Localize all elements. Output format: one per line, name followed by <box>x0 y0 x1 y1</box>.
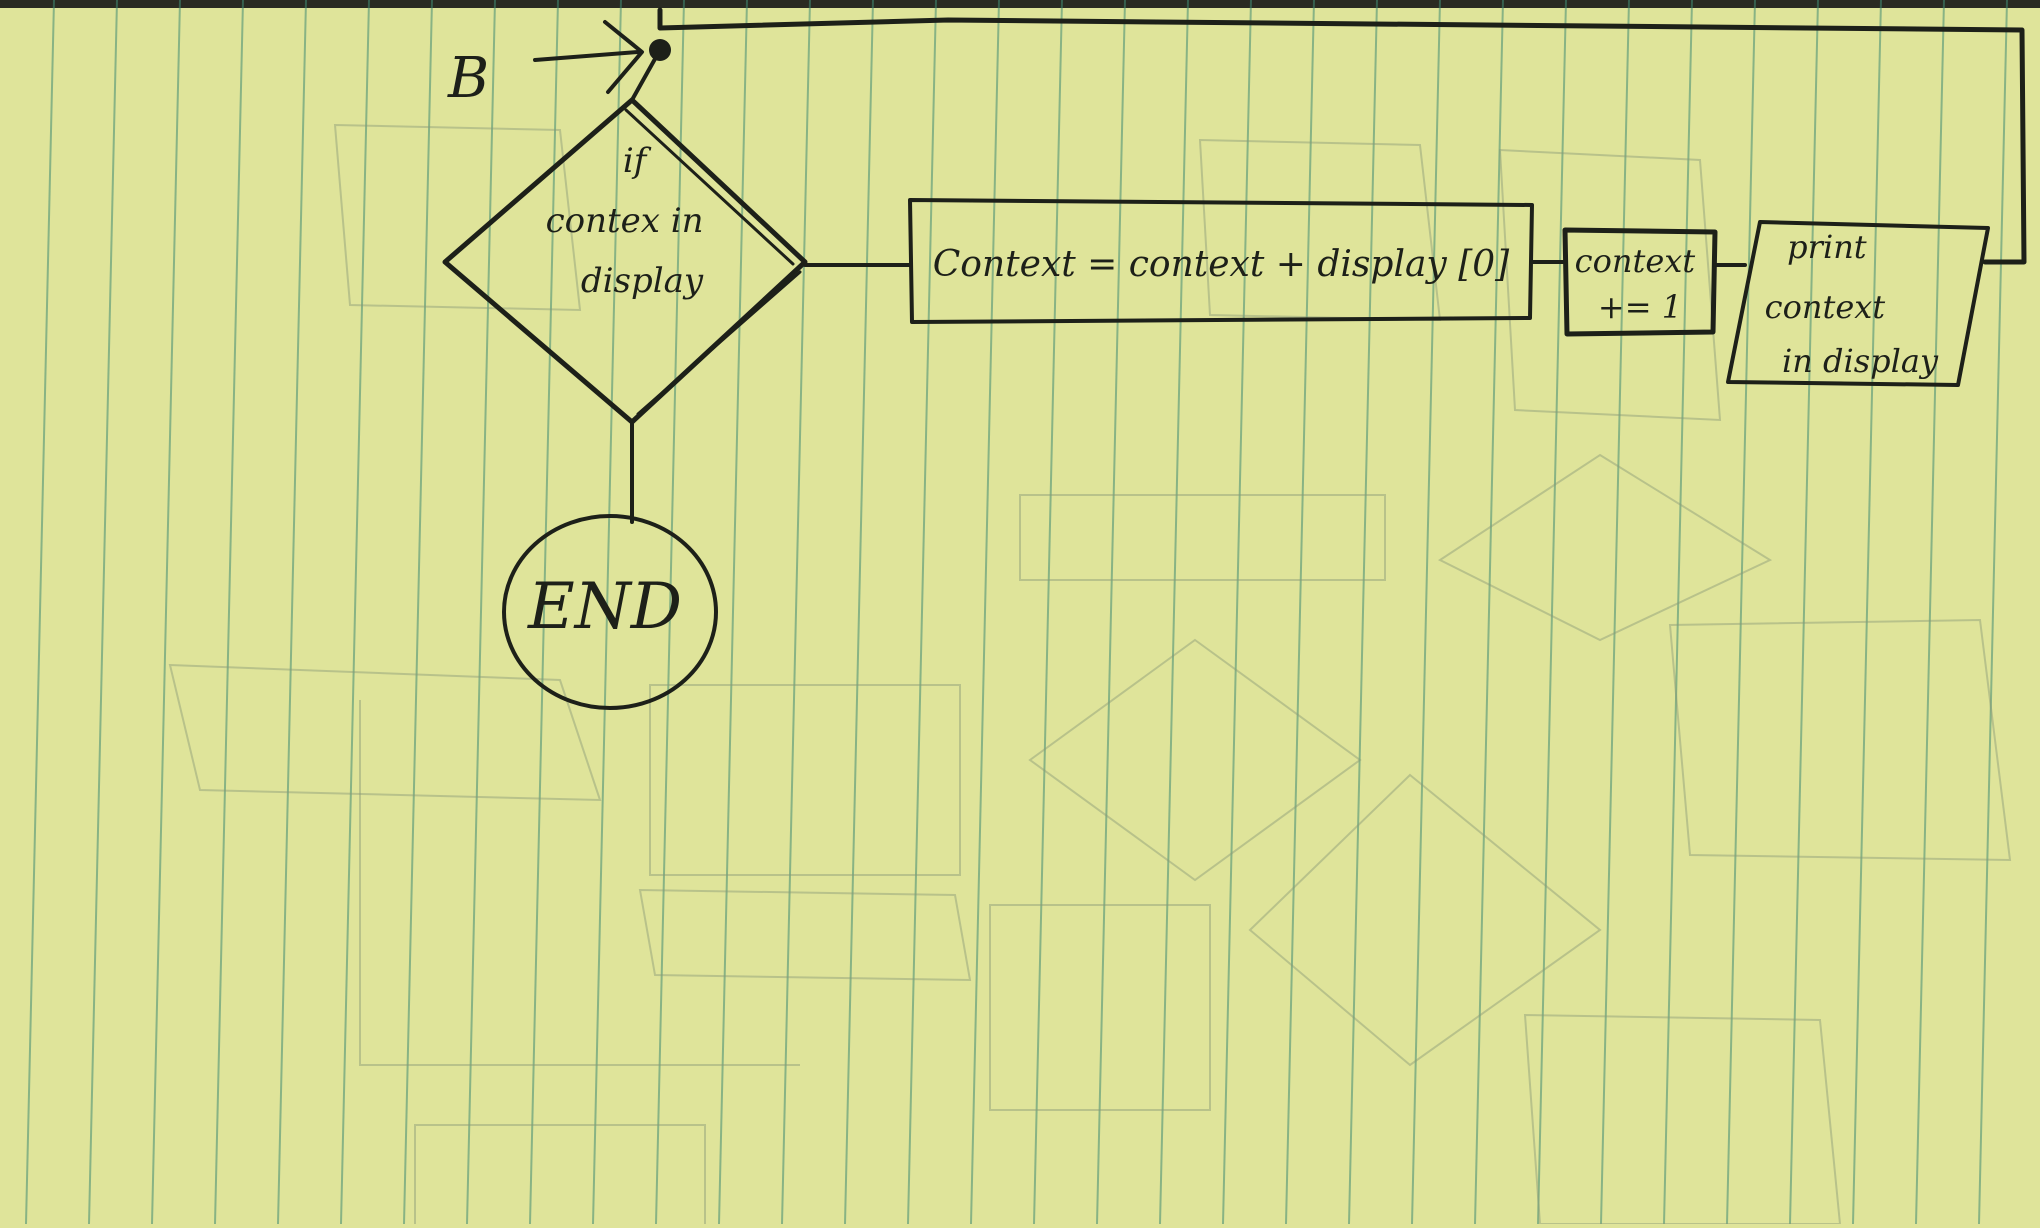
increment-line-1: context <box>1575 242 1696 280</box>
increment-process-box <box>1562 227 1718 337</box>
ruled-line <box>1033 0 1063 1225</box>
ruled-line <box>403 0 433 1225</box>
ruled-line <box>1789 0 1819 1225</box>
ruled-line <box>1663 0 1693 1225</box>
output-line-2: context <box>1765 288 1886 326</box>
ruled-line <box>781 0 811 1225</box>
decision-text: if contex in display <box>546 141 715 301</box>
arrow-right-icon <box>533 20 644 94</box>
ruled-lines <box>25 0 2008 1225</box>
ruled-line <box>655 0 685 1225</box>
ruled-line <box>529 0 559 1225</box>
ruled-line <box>907 0 937 1225</box>
assign-process-box <box>908 198 1534 324</box>
ruled-line <box>340 0 370 1225</box>
end-terminal-text: END <box>527 570 682 644</box>
ruled-line <box>970 0 1000 1225</box>
junction-to-decision-line <box>630 48 662 102</box>
ruled-line <box>25 0 55 1225</box>
ruled-line <box>277 0 307 1225</box>
ruled-line <box>1915 0 1945 1225</box>
increment-process-text: context += 1 <box>1575 242 1706 326</box>
ruled-line <box>1978 0 2008 1225</box>
ruled-line <box>466 0 496 1225</box>
ruled-line <box>1852 0 1882 1225</box>
ruled-line <box>1600 0 1630 1225</box>
decision-diamond-overstroke <box>624 108 802 416</box>
ruled-line <box>214 0 244 1225</box>
end-terminal-circle <box>502 514 718 710</box>
loop-back-line <box>657 7 2027 265</box>
output-line-1: print <box>1787 228 1867 266</box>
decision-line-1: if <box>623 141 652 181</box>
output-text: print context in display <box>1765 228 1939 380</box>
increment-line-2: += 1 <box>1598 288 1682 326</box>
ruled-line <box>1726 0 1756 1225</box>
assign-process-text: Context = context + display [0] <box>933 244 1510 285</box>
output-parallelogram <box>1726 220 1990 387</box>
ruled-line <box>88 0 118 1225</box>
output-line-3: in display <box>1782 342 1939 380</box>
ruled-line <box>151 0 181 1225</box>
page-top-edge <box>0 0 2040 8</box>
ruled-line <box>592 0 622 1225</box>
ruled-line <box>1096 0 1126 1225</box>
decision-line-2: contex in <box>546 201 704 241</box>
ruled-line <box>844 0 874 1225</box>
decision-line-3: display <box>581 261 704 301</box>
connector-label-b: B <box>447 46 489 111</box>
ruled-line <box>1537 0 1567 1225</box>
